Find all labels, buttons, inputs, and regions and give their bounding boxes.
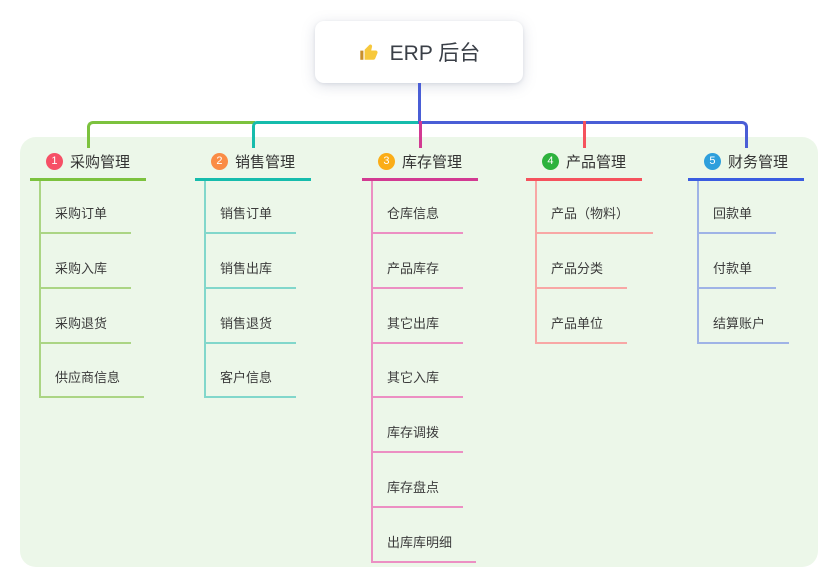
branch-title: 库存管理 [401, 153, 462, 171]
branch-head-5[interactable]: 5 财务管理 [688, 144, 804, 181]
child-node[interactable]: 产品库存 [371, 253, 464, 289]
branch-head-1[interactable]: 1 采购管理 [30, 144, 146, 181]
child-node[interactable]: 产品分类 [535, 253, 628, 289]
connector-drop-4 [583, 121, 586, 148]
root-connector-line [417, 83, 421, 124]
child-node[interactable]: 产品单位 [535, 308, 628, 344]
branch-title: 财务管理 [727, 153, 788, 171]
branch-title: 销售管理 [234, 153, 295, 171]
child-node[interactable]: 回款单 [697, 198, 777, 234]
branch-head-3[interactable]: 3 库存管理 [362, 144, 478, 181]
child-node[interactable]: 采购订单 [39, 198, 132, 234]
root-node[interactable]: ERP 后台 [315, 21, 523, 83]
branch-number-badge: 1 [45, 152, 63, 170]
branch-title: 采购管理 [69, 153, 130, 171]
child-node[interactable]: 仓库信息 [371, 198, 464, 234]
branch-number-badge: 3 [377, 152, 395, 170]
root-title: ERP 后台 [389, 42, 481, 65]
child-node[interactable]: 结算账户 [697, 308, 790, 344]
connector-elbow-2 [252, 121, 422, 148]
child-node[interactable]: 其它入库 [371, 362, 464, 399]
branch-number-badge: 4 [541, 152, 559, 170]
child-node[interactable]: 销售退货 [204, 308, 297, 344]
child-node[interactable]: 出库库明细 [371, 527, 477, 563]
branch-vline [371, 181, 373, 561]
branch-head-4[interactable]: 4 产品管理 [526, 144, 642, 181]
connector-drop-3 [419, 121, 422, 148]
child-node[interactable]: 其它出库 [371, 308, 464, 344]
connector-elbow-5 [417, 121, 748, 148]
child-node[interactable]: 付款单 [697, 253, 777, 289]
branch-title: 产品管理 [565, 153, 626, 171]
child-node[interactable]: 供应商信息 [39, 362, 145, 399]
group-panel [20, 137, 818, 567]
child-node[interactable]: 库存调拨 [371, 417, 464, 454]
child-node[interactable]: 客户信息 [204, 362, 297, 399]
child-node[interactable]: 销售出库 [204, 253, 297, 289]
connector-elbow-1 [87, 121, 255, 148]
branch-vline [697, 181, 699, 342]
branch-head-2[interactable]: 2 销售管理 [195, 144, 311, 181]
branch-number-badge: 5 [703, 152, 721, 170]
thumbs-up-icon [358, 41, 380, 63]
child-node[interactable]: 库存盘点 [371, 472, 464, 508]
branch-vline [535, 181, 537, 342]
branch-number-badge: 2 [210, 152, 228, 170]
child-node[interactable]: 产品（物料） [535, 198, 654, 234]
child-node[interactable]: 采购退货 [39, 308, 132, 344]
child-node[interactable]: 采购入库 [39, 253, 132, 289]
child-node[interactable]: 销售订单 [204, 198, 297, 234]
